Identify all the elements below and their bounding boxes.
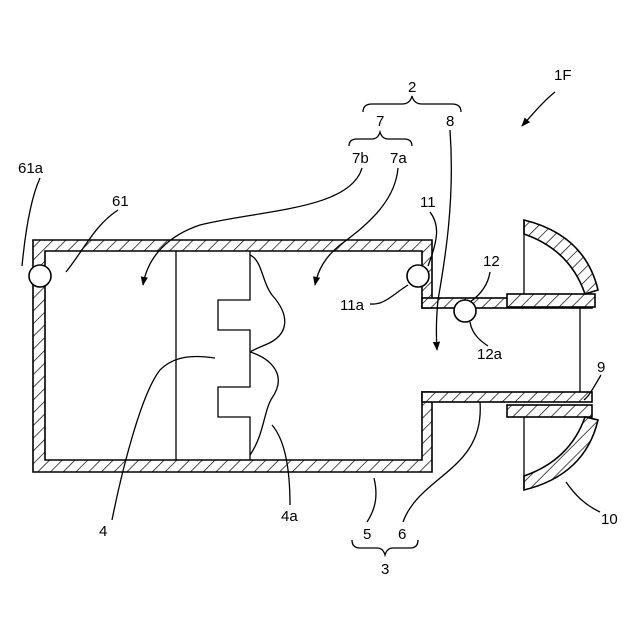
arrow-7a <box>315 168 398 285</box>
label-3: 3 <box>381 561 389 578</box>
label-1F: 1F <box>554 67 572 84</box>
arrow-8 <box>436 130 451 350</box>
arrow-1F <box>522 92 555 126</box>
brace-2 <box>363 96 461 112</box>
ball-61 <box>29 265 51 287</box>
bellows-4a <box>250 255 285 455</box>
cap-top-10 <box>524 220 598 294</box>
label-7: 7 <box>376 113 384 130</box>
label-12: 12 <box>483 253 500 270</box>
label-2: 2 <box>408 79 416 96</box>
brace-3 <box>352 540 418 555</box>
ball-12 <box>454 300 476 322</box>
brace-7 <box>349 132 412 146</box>
tube-wall-bottom <box>422 392 592 402</box>
label-7a: 7a <box>390 150 407 167</box>
label-7b: 7b <box>352 150 369 167</box>
label-6: 6 <box>398 526 406 543</box>
label-5: 5 <box>363 526 371 543</box>
label-4a: 4a <box>281 508 298 525</box>
label-11a: 11a <box>340 297 365 314</box>
label-61: 61 <box>112 193 129 210</box>
label-8: 8 <box>446 113 454 130</box>
label-11: 11 <box>420 194 436 211</box>
flange-top-9 <box>507 294 595 307</box>
ball-11 <box>407 265 429 287</box>
container-wall-5 <box>33 240 432 472</box>
piston-4 <box>218 251 250 460</box>
label-10: 10 <box>601 511 618 528</box>
flange-bottom-9 <box>507 405 592 417</box>
cap-bottom-10 <box>524 417 598 490</box>
label-4: 4 <box>99 523 107 540</box>
label-61a: 61a <box>18 160 44 177</box>
label-9: 9 <box>597 359 605 376</box>
label-12a: 12a <box>477 346 503 363</box>
